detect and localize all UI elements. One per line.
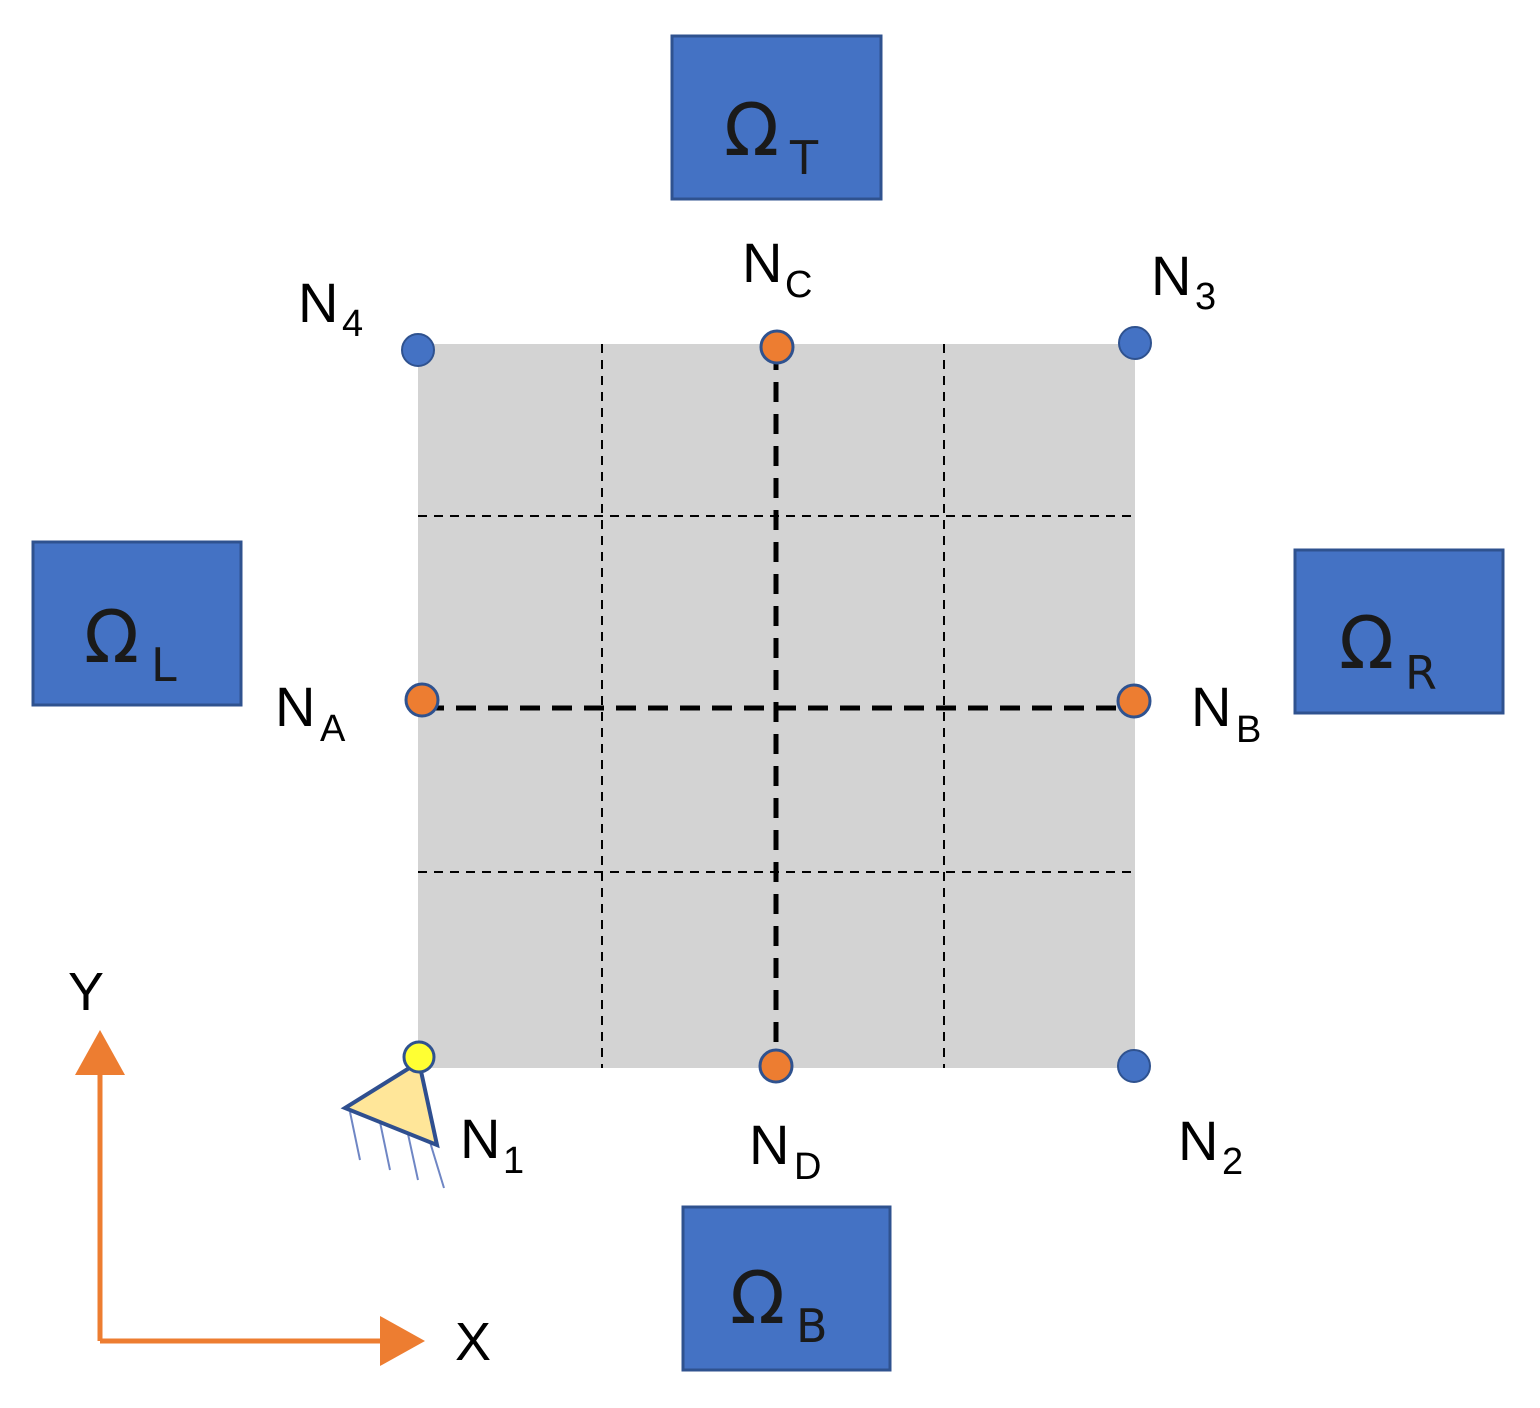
node-label-n4: N 4	[298, 271, 363, 345]
node-na	[404, 682, 440, 718]
region-symbol: Ω	[730, 1256, 785, 1340]
node-letter: N	[742, 231, 782, 294]
node-n2	[1117, 1049, 1151, 1083]
node-label-n3: N 3	[1151, 244, 1216, 318]
node-label-nc: N C	[742, 231, 812, 306]
node-letter: N	[749, 1113, 789, 1176]
center-lines	[424, 350, 1128, 1062]
node-n1	[402, 1040, 436, 1074]
node-label-na: N A	[275, 675, 346, 750]
node-label-nb: N B	[1191, 675, 1261, 751]
region-subscript: R	[1405, 646, 1437, 700]
node-letter: N	[275, 675, 315, 738]
node-nc	[759, 329, 795, 365]
region-box-left: Ω L	[31, 540, 243, 707]
pin-support-icon	[340, 1058, 445, 1189]
region-symbol: Ω	[724, 88, 779, 172]
node-subscript: C	[785, 264, 812, 306]
region-box-bottom: Ω B	[681, 1205, 892, 1372]
node-n4	[401, 333, 435, 367]
node-nb	[1116, 683, 1152, 719]
node-letter: N	[1178, 1109, 1218, 1172]
node-label-n2: N 2	[1178, 1109, 1243, 1183]
node-letter: N	[1151, 244, 1191, 307]
region-subscript: L	[151, 638, 177, 692]
region-symbol: Ω	[84, 595, 139, 679]
node-subscript: A	[320, 708, 346, 750]
node-subscript: B	[1236, 709, 1261, 751]
node-subscript: D	[794, 1146, 821, 1188]
nodes	[401, 326, 1152, 1084]
coordinate-axes: Y X	[68, 962, 491, 1372]
node-subscript: 3	[1195, 276, 1216, 318]
node-subscript: 2	[1222, 1141, 1243, 1183]
node-nd	[758, 1048, 794, 1084]
region-subscript: B	[796, 1299, 828, 1353]
region-box-top: Ω T	[670, 34, 883, 201]
node-letter: N	[460, 1107, 500, 1170]
x-axis-label: X	[455, 1312, 491, 1372]
region-symbol: Ω	[1339, 601, 1394, 685]
node-n3	[1118, 326, 1152, 360]
node-subscript: 1	[503, 1140, 524, 1182]
region-box-right: Ω R	[1293, 548, 1505, 715]
node-labels: N 4 N C N 3 N A N B N 1 N D N 2	[275, 231, 1261, 1188]
node-subscript: 4	[342, 303, 363, 345]
node-letter: N	[298, 271, 338, 334]
node-label-n1: N 1	[460, 1107, 524, 1182]
y-axis-label: Y	[68, 962, 104, 1022]
node-label-nd: N D	[749, 1113, 821, 1188]
region-subscript: T	[789, 131, 819, 185]
node-letter: N	[1191, 675, 1231, 738]
